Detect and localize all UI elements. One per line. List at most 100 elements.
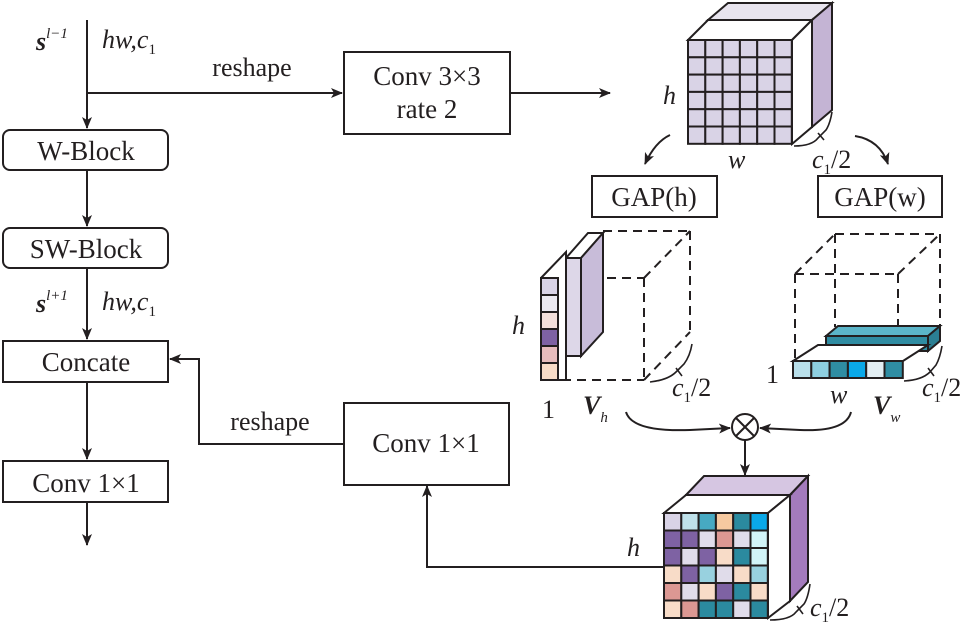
vw-cell [828,360,849,379]
vw-cell [810,360,831,379]
vh-symbol-label: Vh [583,391,608,426]
vh-cell [540,362,559,381]
output-grid-cell [663,599,683,619]
output-grid-cell [749,529,769,549]
vh-to-multiply-arrow [625,411,731,434]
vh-cell [540,277,559,296]
cube-brace [793,111,833,147]
output-grid-cell [680,547,700,567]
concate-label: Concate [42,347,130,377]
grid-cell [704,56,724,76]
grid-cell [704,125,724,145]
conv3x3-node [343,51,511,135]
grid-cell [756,125,776,145]
output-grid-cell [697,547,717,567]
output-grid-cell [749,547,769,567]
conv1x1-mid-node [343,402,510,486]
grid-cell [721,73,741,93]
grid-cell [687,39,707,59]
output-grid-cell [749,582,769,602]
w-block-label: W-Block [37,136,135,166]
output-grid-cell [732,529,752,549]
output-grid-cell [680,512,700,532]
grid-cell [721,108,741,128]
output-grid-cell [680,564,700,584]
output-grid-cell [714,547,735,567]
output-grid-cell [663,547,683,567]
vw-cell [865,360,886,379]
vw-cell [792,360,813,379]
output-grid-cell [663,529,683,549]
output-grid-cell [697,599,717,619]
conv1x1-left-label: Conv 1×1 [32,468,140,498]
out-h-label: h [627,533,640,562]
output-to-conv1x1-arrow [422,485,664,568]
grid-cell [687,125,707,145]
grid-cell [738,108,759,128]
gap-h-label: GAP(h) [611,182,697,212]
grid-cell [756,90,776,111]
grid-cell [738,73,759,93]
sw-block-label: SW-Block [30,234,143,264]
reshape-bottom-arrow [169,354,344,445]
conv1x1-mid-label: Conv 1×1 [372,428,480,458]
cube-top-face [705,1,835,21]
cube-to-gap-h-arrow [644,134,671,165]
conv3x3-label: Conv 3×3 [373,61,481,91]
reshape-bottom-label: reshape [230,407,309,436]
output-grid-cell [680,599,700,619]
cube-brace-tick [817,132,825,141]
grid-cell [738,90,759,111]
output-grid-cell [714,529,735,549]
out-c-label: c1/2 [810,593,849,626]
grid-cell [773,125,793,145]
grid-cell [756,56,776,76]
cube-side-face [811,0,833,130]
output-grid-cell [732,599,752,619]
vw-vector-volume: 1 w Vw c1/2 [766,233,961,426]
conv1x1-left-node [2,460,169,503]
input-label: sl−1 [35,26,68,56]
gap-w-node [817,175,943,218]
cube-to-gap-w-arrow [854,135,890,165]
output-grid-cell [697,564,717,584]
w-block-node [2,129,169,171]
output-grid-cell [749,599,769,619]
vw-to-multiply-arrow [759,411,852,434]
input-dims-label: hw,c1 [102,25,156,58]
grid-cell [687,108,707,128]
output-grid-cell [714,512,735,532]
vh-cell [540,345,559,364]
output-grid-cell [714,582,735,602]
grid-cell [687,56,707,76]
vw-cells [792,360,904,379]
grid-cell [704,39,724,59]
output-grid-cell [732,564,752,584]
vw-cell [883,360,904,379]
vw-w-label: w [830,380,848,409]
vh-cell [540,328,559,347]
grid-cell [773,56,793,76]
output-grid-cell [732,512,752,532]
output-grid-cell [714,599,735,619]
vh-c-label: c1/2 [672,373,711,406]
grid-cell [687,90,707,111]
concate-node [2,340,169,383]
output-grid-cell [680,529,700,549]
vw-symbol-label: Vw [873,391,900,426]
vw-one-label: 1 [766,360,779,389]
output-grid-cell [749,564,769,584]
grid-cell [773,73,793,93]
cube-front-side [791,17,813,147]
output-cube: c1/2 h [627,473,849,626]
output-grid-cell [663,564,683,584]
output-grid-cell [697,582,717,602]
grid-cell [738,56,759,76]
left-pipeline: sl−1 hw,c1 W-Block SW-Block sl+1 hw,c1 C… [2,20,169,546]
grid-cell [721,39,741,59]
gap-w-label: GAP(w) [834,182,926,212]
grid-cell [738,39,759,59]
grid-cell [721,90,741,111]
sw-block-node [2,227,169,269]
feature-map-cube: h w c1/2 [663,0,851,178]
